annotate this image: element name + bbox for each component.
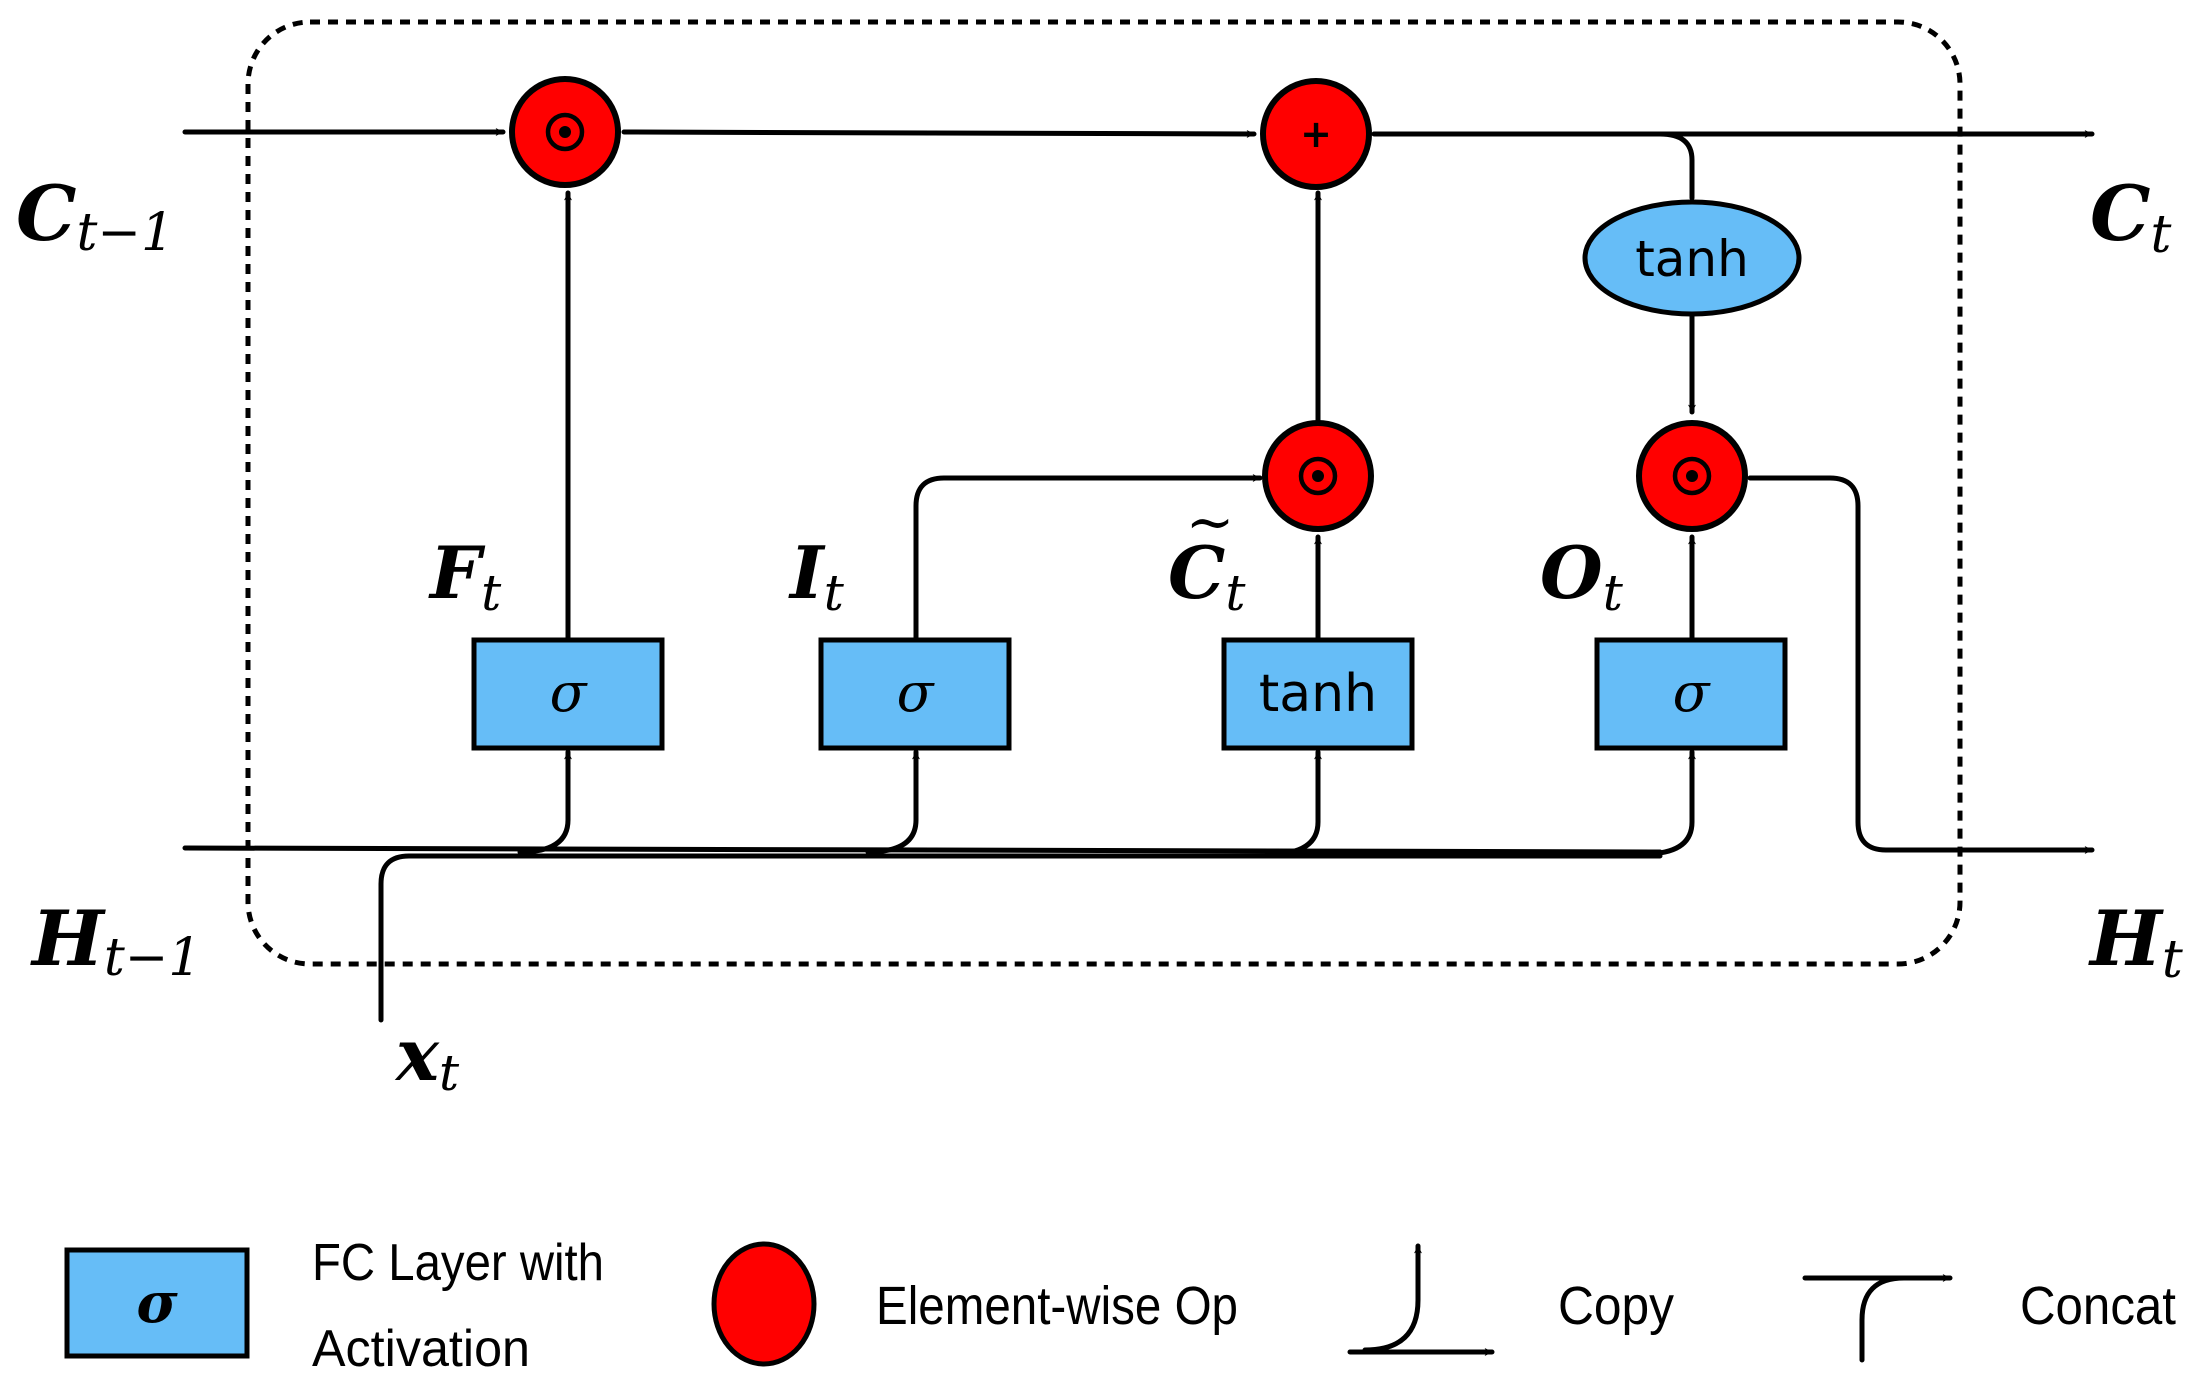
output-activation: σ	[1673, 661, 1712, 724]
input-activation: σ	[897, 661, 936, 724]
legend-fc-item: σ FC Layer with Activation	[64, 1234, 604, 1378]
legend-copy-label: Copy	[1558, 1276, 1674, 1336]
legend-fc-symbol: σ	[136, 1270, 178, 1336]
candidate-activation: tanh	[1259, 664, 1377, 724]
label-input-gate: It	[788, 530, 845, 622]
connections	[182, 128, 2095, 1023]
cell-tanh-op: tanh	[1582, 199, 1802, 317]
input-gate-layer: σ	[818, 637, 1012, 751]
legend-concat-label: Concat	[2020, 1276, 2176, 1336]
candidate-layer: tanh	[1221, 637, 1415, 751]
label-h-out: Ht	[2088, 894, 2183, 990]
forget-gate-layer: σ	[471, 637, 665, 751]
candidate-multiply-op	[1262, 420, 1374, 532]
legend: σ FC Layer with Activation Element-wise …	[64, 1234, 2176, 1378]
label-x: xt	[394, 1012, 460, 1102]
label-forget-gate: Ft	[428, 530, 502, 622]
svg-text:Ct: Ct	[1168, 530, 1246, 622]
cell-tanh-label: tanh	[1635, 230, 1749, 288]
output-multiply-op	[1636, 420, 1748, 532]
legend-op-label: Element-wise Op	[876, 1276, 1238, 1336]
legend-concat-item: Concat	[1802, 1274, 2176, 1363]
label-c-out: Ct	[2090, 169, 2172, 265]
forget-activation: σ	[550, 661, 589, 724]
cell-add-op: +	[1260, 78, 1372, 190]
candidate-accent: ~	[1186, 488, 1235, 556]
forget-multiply-op	[509, 76, 621, 188]
label-output-gate: Ot	[1540, 530, 1624, 622]
legend-copy-item: Copy	[1347, 1243, 1674, 1356]
label-candidate: ~ Ct	[1168, 488, 1246, 622]
legend-op-item: Element-wise Op	[711, 1241, 1238, 1367]
label-c-prev: Ct−1	[16, 169, 174, 263]
add-symbol: +	[1300, 112, 1332, 156]
legend-fc-label-line1: FC Layer with	[312, 1234, 604, 1292]
cell-boundary	[245, 19, 1963, 967]
output-gate-layer: σ	[1594, 637, 1788, 751]
legend-fc-label-line2: Activation	[312, 1320, 530, 1378]
label-h-prev: Ht−1	[30, 894, 201, 988]
